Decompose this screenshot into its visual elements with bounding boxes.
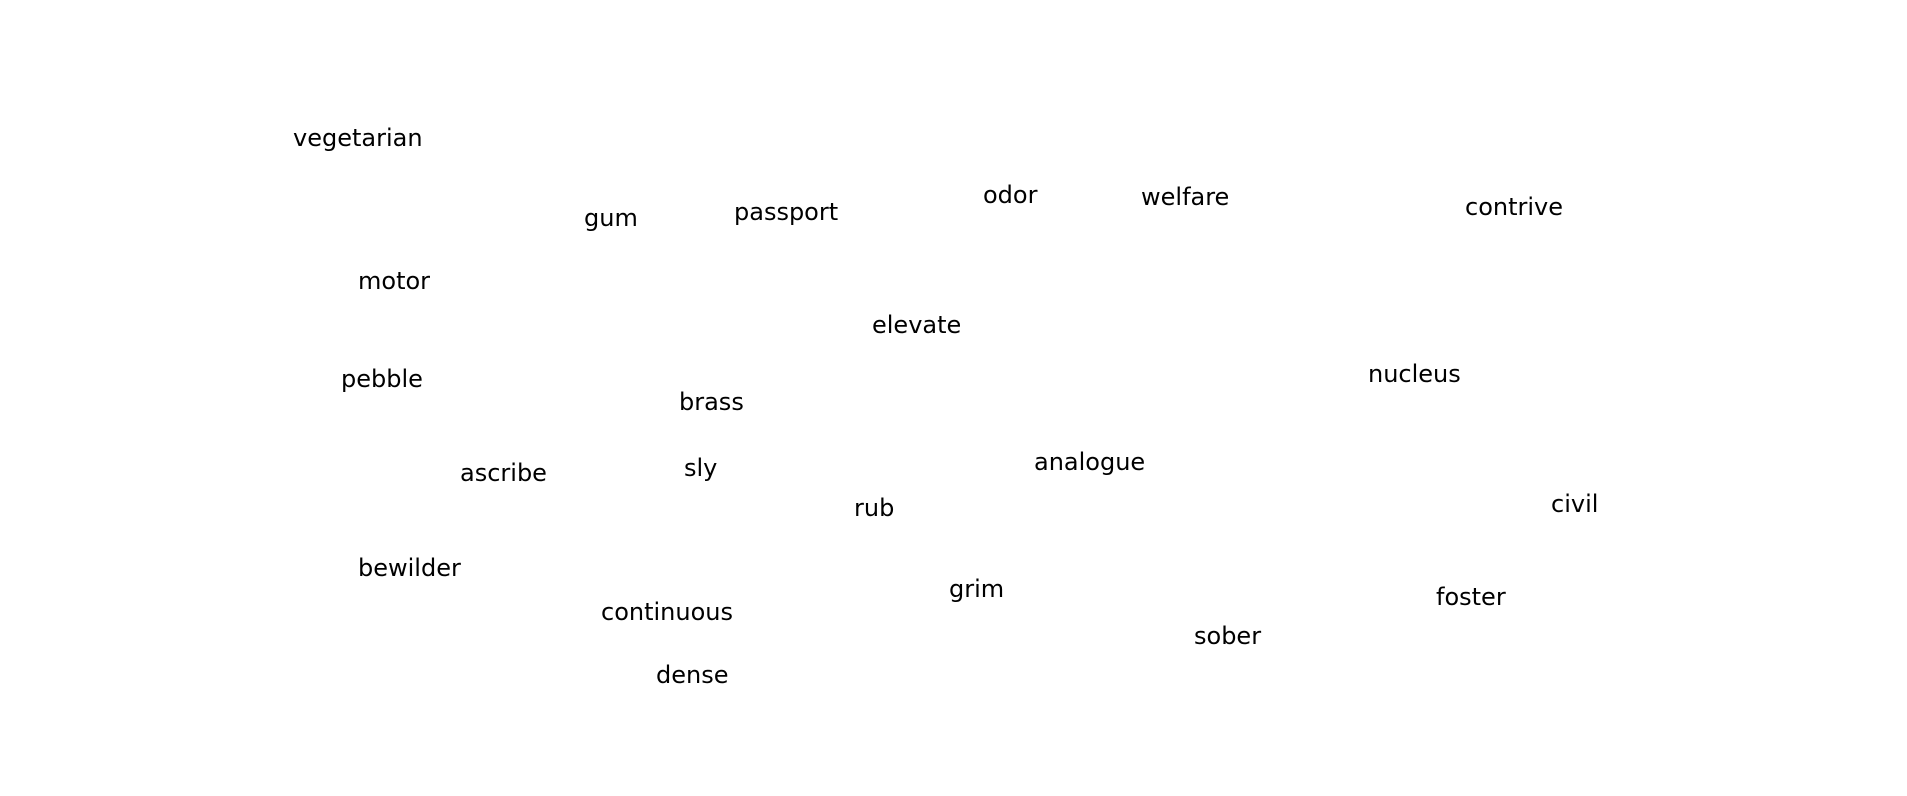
word-passport: passport xyxy=(734,198,839,226)
word-dense: dense xyxy=(656,661,729,689)
word-pebble: pebble xyxy=(341,365,423,393)
word-bewilder: bewilder xyxy=(358,554,461,582)
word-ascribe: ascribe xyxy=(460,459,547,487)
word-brass: brass xyxy=(679,388,744,416)
word-sober: sober xyxy=(1194,622,1262,650)
word-rub: rub xyxy=(854,494,895,522)
word-contrive: contrive xyxy=(1465,193,1564,221)
word-welfare: welfare xyxy=(1141,183,1230,211)
word-foster: foster xyxy=(1436,583,1506,611)
word-odor: odor xyxy=(983,181,1038,209)
word-analogue: analogue xyxy=(1034,448,1146,476)
word-elevate: elevate xyxy=(872,311,962,339)
word-sly: sly xyxy=(684,454,718,482)
word-continuous: continuous xyxy=(601,598,733,626)
word-vegetarian: vegetarian xyxy=(293,124,423,152)
word-civil: civil xyxy=(1551,490,1599,518)
word-gum: gum xyxy=(584,204,638,232)
word-motor: motor xyxy=(358,267,431,295)
word-nucleus: nucleus xyxy=(1368,360,1461,388)
word-grim: grim xyxy=(949,575,1005,603)
